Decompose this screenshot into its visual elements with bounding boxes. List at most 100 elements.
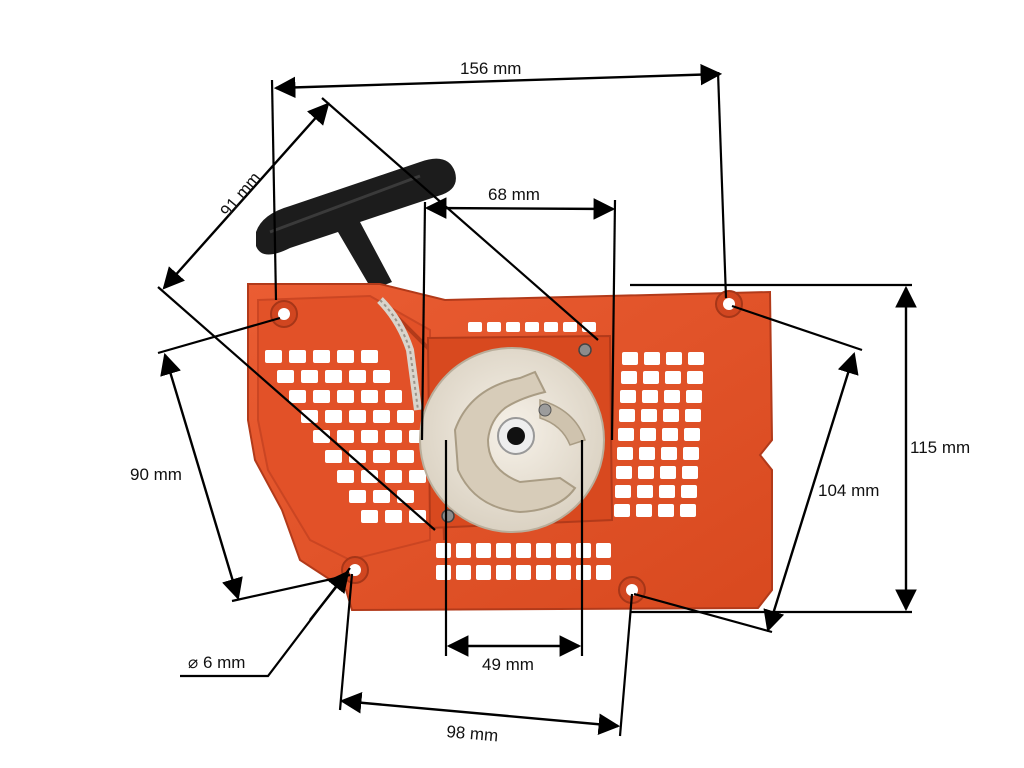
vent-slot <box>337 390 354 403</box>
vent-slot <box>536 565 551 580</box>
vent-slot <box>301 370 318 383</box>
vent-slot <box>496 565 511 580</box>
label-91mm: 91 mm <box>217 169 265 221</box>
vent-slot <box>349 370 366 383</box>
vent-slot <box>622 352 638 365</box>
dim-line-68 <box>424 197 616 220</box>
vent-slot <box>658 504 674 517</box>
vent-slot <box>385 390 402 403</box>
label-49mm: 49 mm <box>482 655 534 674</box>
dim-line-90 <box>160 352 243 601</box>
vent-slot <box>325 370 342 383</box>
vent-slot <box>556 565 571 580</box>
vent-slot <box>325 450 342 463</box>
vent-slot <box>361 430 378 443</box>
vent-slot <box>373 410 390 423</box>
vent-slot <box>663 409 679 422</box>
vent-slot <box>636 504 652 517</box>
vent-slot <box>536 543 551 558</box>
right-vent-grid <box>614 352 704 517</box>
screw <box>578 343 592 357</box>
vent-slot <box>563 322 577 332</box>
vent-slot <box>385 430 402 443</box>
vent-slot <box>639 447 655 460</box>
vent-slot <box>640 428 656 441</box>
label-68mm: 68 mm <box>488 185 540 204</box>
dim-line-104 <box>763 351 859 633</box>
vent-slot <box>686 390 702 403</box>
vent-slot <box>615 485 631 498</box>
dim-line-91 <box>162 102 330 290</box>
vent-slot <box>525 322 539 332</box>
vent-slot <box>660 466 676 479</box>
label-104mm: 104 mm <box>818 481 879 500</box>
vent-slot <box>325 410 342 423</box>
vent-slot <box>617 447 633 460</box>
vent-slot <box>337 470 354 483</box>
vent-slot <box>621 371 637 384</box>
label-90mm: 90 mm <box>130 465 182 484</box>
vent-slot <box>684 428 700 441</box>
vent-slot <box>662 428 678 441</box>
vent-slot <box>409 470 426 483</box>
vent-slot <box>638 466 654 479</box>
mounting-hole-top-right <box>715 290 743 318</box>
starter-pulley <box>419 347 605 533</box>
vent-slot <box>456 565 471 580</box>
vent-slot <box>397 450 414 463</box>
vent-slot <box>683 447 699 460</box>
vent-slot <box>516 543 531 558</box>
vent-slot <box>506 322 520 332</box>
vent-slot <box>337 430 354 443</box>
vent-slot <box>596 543 611 558</box>
vent-slot <box>361 350 378 363</box>
vent-slot <box>688 352 704 365</box>
left-vent-grid <box>265 350 426 523</box>
mounting-hole-top-left <box>270 300 298 328</box>
vent-slot <box>620 390 636 403</box>
vent-slot <box>616 466 632 479</box>
vent-slot <box>576 565 591 580</box>
vent-slot <box>361 510 378 523</box>
starter-rope <box>377 297 422 411</box>
vent-slot <box>576 543 591 558</box>
starter-product <box>247 158 774 612</box>
vent-slot <box>556 543 571 558</box>
vent-slot <box>476 543 491 558</box>
vent-slot <box>397 410 414 423</box>
vent-slot <box>373 490 390 503</box>
vent-slot <box>516 565 531 580</box>
starter-handle <box>256 158 456 290</box>
vent-slot <box>277 370 294 383</box>
vent-slot <box>680 504 696 517</box>
vent-slot <box>687 371 703 384</box>
label-98mm: 98 mm <box>446 722 499 745</box>
dim-line-98 <box>339 691 621 736</box>
vent-slot <box>373 450 390 463</box>
screw <box>441 509 455 523</box>
label-115mm: 115 mm <box>910 438 970 457</box>
vent-slot <box>685 409 701 422</box>
vent-slot <box>681 485 697 498</box>
vent-slot <box>637 485 653 498</box>
vent-slot <box>313 350 330 363</box>
vent-slot <box>313 390 330 403</box>
vent-slot <box>349 450 366 463</box>
vent-slot <box>619 409 635 422</box>
vent-slot <box>544 322 558 332</box>
top-vent-grid <box>468 322 596 332</box>
vent-slot <box>349 490 366 503</box>
vent-slot <box>385 510 402 523</box>
vent-slot <box>659 485 675 498</box>
label-6mm: ⌀ 6 mm <box>188 653 245 672</box>
vent-slot <box>596 565 611 580</box>
vent-slot <box>665 371 681 384</box>
vent-slot <box>641 409 657 422</box>
vent-slot <box>436 565 451 580</box>
vent-slot <box>289 350 306 363</box>
dim-line-156 <box>273 63 723 99</box>
vent-slot <box>456 543 471 558</box>
vent-slot <box>436 543 451 558</box>
vent-slot <box>265 350 282 363</box>
